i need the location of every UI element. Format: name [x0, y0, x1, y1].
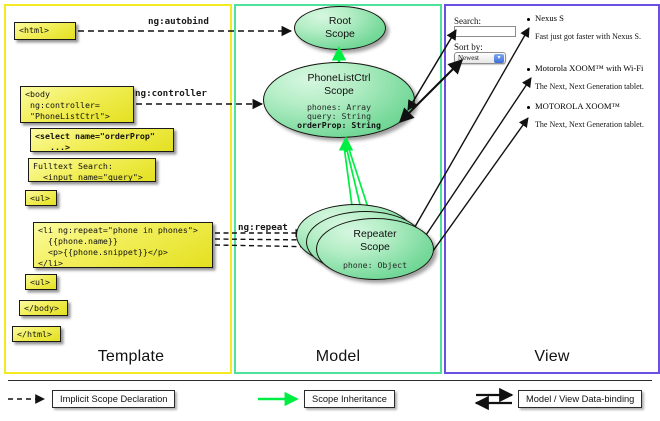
root-scope-title-line2: Scope	[325, 28, 355, 40]
controller-scope-title-line2: Scope	[324, 85, 354, 97]
view-sort-label: Sort by:	[454, 42, 483, 52]
repeater-scope-member-phone: phone: Object	[342, 260, 408, 270]
view-phone-title-0: Nexus S	[535, 13, 564, 23]
edge-label-ng-autobind: ng:autobind	[148, 16, 209, 27]
code-box-select-orderprop: <select name="orderProp" ...>	[30, 128, 174, 152]
code-box-body-controller: <body ng:controller= "PhoneListCtrl">	[20, 86, 134, 123]
view-phone-title-2: MOTOROLA XOOM™	[535, 101, 620, 111]
view-list-bullet	[527, 18, 530, 21]
edge-label-ng-controller: ng:controller	[135, 88, 207, 99]
chevron-down-icon: ▾	[494, 54, 504, 63]
code-box-body-close: </body>	[19, 300, 68, 316]
controller-scope-title-line1: PhoneListCtrl	[307, 72, 371, 84]
view-search-input[interactable]	[454, 26, 516, 37]
code-box-html-close: </html>	[12, 326, 61, 342]
view-phone-desc-2: The Next, Next Generation tablet.	[535, 120, 644, 129]
panel-view-label: View	[534, 348, 570, 365]
legend: Implicit Scope Declaration Scope Inherit…	[0, 378, 660, 421]
view-list-bullet	[527, 68, 530, 71]
oval-phonelistctrl-scope: PhoneListCtrl Scope phones: Array query:…	[263, 62, 415, 138]
repeater-scope-title-line2: Scope	[360, 241, 390, 253]
panel-model-label: Model	[315, 348, 361, 365]
view-phone-desc-1: The Next, Next Generation tablet.	[535, 82, 644, 91]
panel-template: Template	[4, 4, 232, 374]
oval-repeater-scope-front: Repeater Scope phone: Object	[316, 218, 434, 280]
code-box-fulltext-search: Fulltext Search: <input name="query">	[28, 158, 156, 182]
view-phone-title-1: Motorola XOOM™ with Wi-Fi	[535, 63, 644, 73]
view-sort-select[interactable]: Newest ▾	[454, 52, 506, 64]
view-sort-selected-value: Newest	[458, 54, 479, 62]
edge-label-ng-repeat: ng:repeat	[238, 222, 288, 233]
code-box-ul-open: <ul>	[25, 190, 57, 206]
controller-scope-member-orderprop: orderProp: String	[297, 120, 381, 130]
controller-scope-member-query: query: String	[306, 111, 372, 121]
code-box-html-open: <html>	[14, 22, 76, 40]
root-scope-title-line1: Root	[328, 15, 352, 27]
code-box-li-ngrepeat: <li ng:repeat="phone in phones"> {{phone…	[33, 222, 213, 268]
repeater-scope-title-line1: Repeater	[353, 228, 397, 240]
oval-root-scope: Root Scope	[294, 6, 386, 50]
view-phone-desc-0: Fast just got faster with Nexus S.	[535, 32, 641, 41]
legend-item-scope-inheritance: Scope Inheritance	[304, 390, 395, 408]
code-box-ul-close: <ul>	[25, 274, 57, 290]
view-list-bullet	[527, 106, 530, 109]
view-search-label: Search:	[454, 16, 481, 26]
legend-item-implicit-scope-declaration: Implicit Scope Declaration	[52, 390, 176, 408]
legend-item-model-view-data-binding: Model / View Data-binding	[518, 390, 643, 408]
controller-scope-member-phones: phones: Array	[306, 102, 372, 112]
panel-model: Model	[234, 4, 442, 374]
panel-template-label: Template	[97, 348, 165, 365]
legend-divider	[8, 380, 652, 381]
